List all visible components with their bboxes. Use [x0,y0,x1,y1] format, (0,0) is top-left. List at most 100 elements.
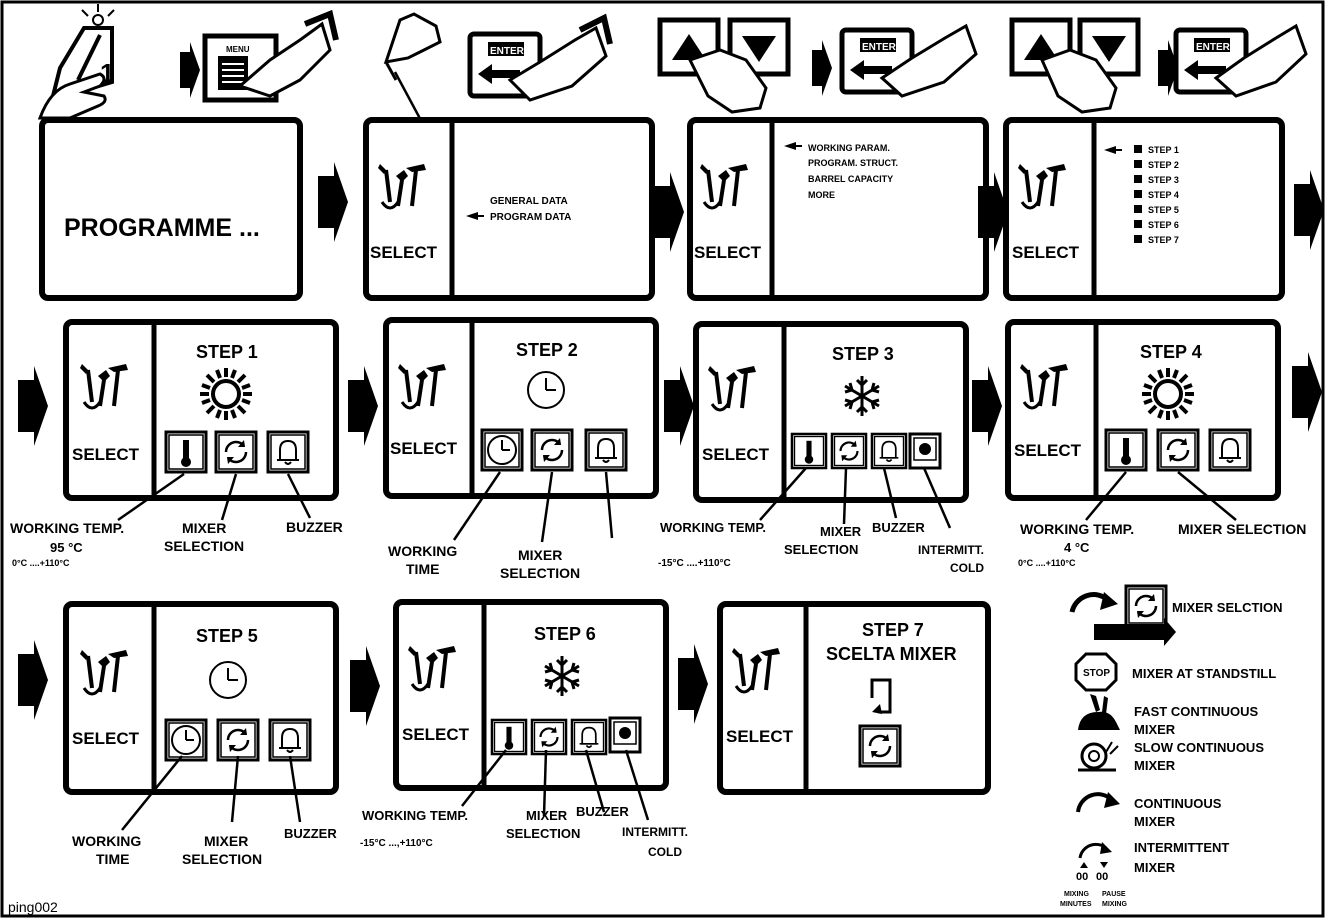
select-label: SELECT [694,243,762,262]
intermittent-cold-label: INTERMITT. [622,825,688,839]
step-title: STEP 1 [196,342,258,362]
step-title: STEP 7 [862,620,924,640]
intermittent-cold-icon [910,434,940,468]
step-title: STEP 5 [196,626,258,646]
menu-item: MORE [808,190,835,200]
panel-step-list [1006,120,1282,298]
bell-icon [270,720,310,760]
labels-step-4: WORKING TEMP. 4 °C 0°C ....+110°C MIXER … [1018,521,1306,568]
working-time-label: TIME [406,561,439,577]
mixer-label: SELECTION [164,538,244,554]
step-list-item: STEP 2 [1148,160,1179,170]
mixing-minutes-value: 00 [1076,871,1088,883]
flow-arrow-10 [678,644,708,724]
panel-step-7 [720,604,988,792]
legend-slow: MIXER [1134,758,1176,773]
enter-key-illustration-2: ENTER [842,26,976,96]
flow-arrow-key [180,42,200,98]
select-label: SELECT [1012,243,1080,262]
rabbit-icon [1078,694,1120,730]
key-one-illustration: 1 [40,4,114,118]
legend-mixer-selection: MIXER SELCTION [1172,600,1283,615]
mixer-icon [532,720,566,754]
temp-range-label: 0°C ....+110°C [1018,558,1076,568]
mixing-minutes-label: MIXING [1064,891,1089,898]
legend-slow: SLOW CONTINUOUS [1134,740,1264,755]
mixer-label: SELECTION [500,565,580,581]
menu-item: BARREL CAPACITY [808,174,893,184]
sun-icon [200,368,252,420]
temp-value-label: 95 °C [50,540,83,555]
legend-continuous: MIXER [1134,814,1176,829]
legend-fast: MIXER [1134,722,1176,737]
mixer-label: MIXER [182,520,226,536]
flow-arrow-row3-start [18,640,48,720]
enter-key-illustration-1: ENTER [470,18,610,100]
mixer-icon [532,430,572,470]
mixing-minutes-label: MINUTES [1060,901,1092,908]
enter-key-illustration-3: ENTER [1176,26,1306,96]
select-label: SELECT [72,445,140,464]
intermittent-cold-label: COLD [950,561,984,575]
legend-fast: FAST CONTINUOUS [1134,704,1259,719]
menu-key-label: MENU [226,45,250,54]
legend-continuous: CONTINUOUS [1134,796,1222,811]
working-temp-label: WORKING TEMP. [362,808,468,823]
intermittent-cold-icon [610,718,640,752]
labels-step-1: WORKING TEMP. 95 °C 0°C ....+110°C MIXER… [10,519,343,568]
step-list-item: STEP 4 [1148,190,1179,200]
step-title: STEP 3 [832,344,894,364]
mixer-label: MIXER [526,808,568,823]
panel-select-data [366,120,652,298]
mixer-icon [1126,586,1166,626]
select-label: SELECT [402,725,470,744]
clock-icon [210,662,246,698]
thermometer-icon [166,432,206,472]
select-label: SELECT [702,445,770,464]
mixer-label: SELECTION [182,851,262,867]
select-label: SELECT [726,727,794,746]
thermometer-icon [1106,430,1146,470]
thermometer-icon [492,720,526,754]
enter-key-label-3: ENTER [1196,42,1231,53]
labels-step-2: WORKING TIME MIXER SELECTION [388,543,580,581]
bell-icon [872,434,906,468]
legend-intermittent: INTERMITTENT [1134,840,1229,855]
step-list-item: STEP 7 [1148,235,1179,245]
intermittent-cold-label: COLD [648,845,682,859]
mixer-icon [1158,430,1198,470]
labels-step-5: WORKING TIME MIXER SELECTION BUZZER [72,826,337,867]
legend-intermittent: MIXER [1134,860,1176,875]
buzzer-label: BUZZER [284,826,337,841]
labels-step-3: WORKING TEMP. -15°C ....+110°C MIXER SEL… [658,520,984,575]
mixer-label: MIXER [518,547,562,563]
mixer-label: MIXER [204,833,248,849]
up-down-keys-2 [1012,20,1138,112]
mixer-icon [216,432,256,472]
temp-range-label: -15°C ....+110°C [658,558,731,569]
step-title: STEP 4 [1140,342,1202,362]
menu-item: GENERAL DATA [490,196,568,207]
working-time-label: TIME [96,851,129,867]
menu-item: PROGRAM. STRUCT. [808,158,898,168]
step-title: STEP 2 [516,340,578,360]
select-label: SELECT [72,729,140,748]
select-label: SELECT [370,243,438,262]
snail-icon [1078,742,1118,770]
temp-range-label: 0°C ....+110°C [12,558,70,568]
working-time-label: WORKING [388,543,457,559]
panel-step-6 [396,602,666,788]
legend-standstill: MIXER AT STANDSTILL [1132,666,1276,681]
step-list-item: STEP 6 [1148,220,1179,230]
flow-arrow-9 [350,646,380,726]
step-subtitle: SCELTA MIXER [826,644,957,664]
bell-icon [1210,430,1250,470]
working-time-label: WORKING [72,833,141,849]
select-label: SELECT [1014,441,1082,460]
step-list-item: STEP 3 [1148,175,1179,185]
stop-icon: STOP [1076,654,1116,690]
flow-arrow-6 [664,366,694,446]
legend: MIXER SELCTION STOP MIXER AT STANDSTILL … [1060,586,1283,908]
flow-arrow-keys-1 [812,40,832,96]
